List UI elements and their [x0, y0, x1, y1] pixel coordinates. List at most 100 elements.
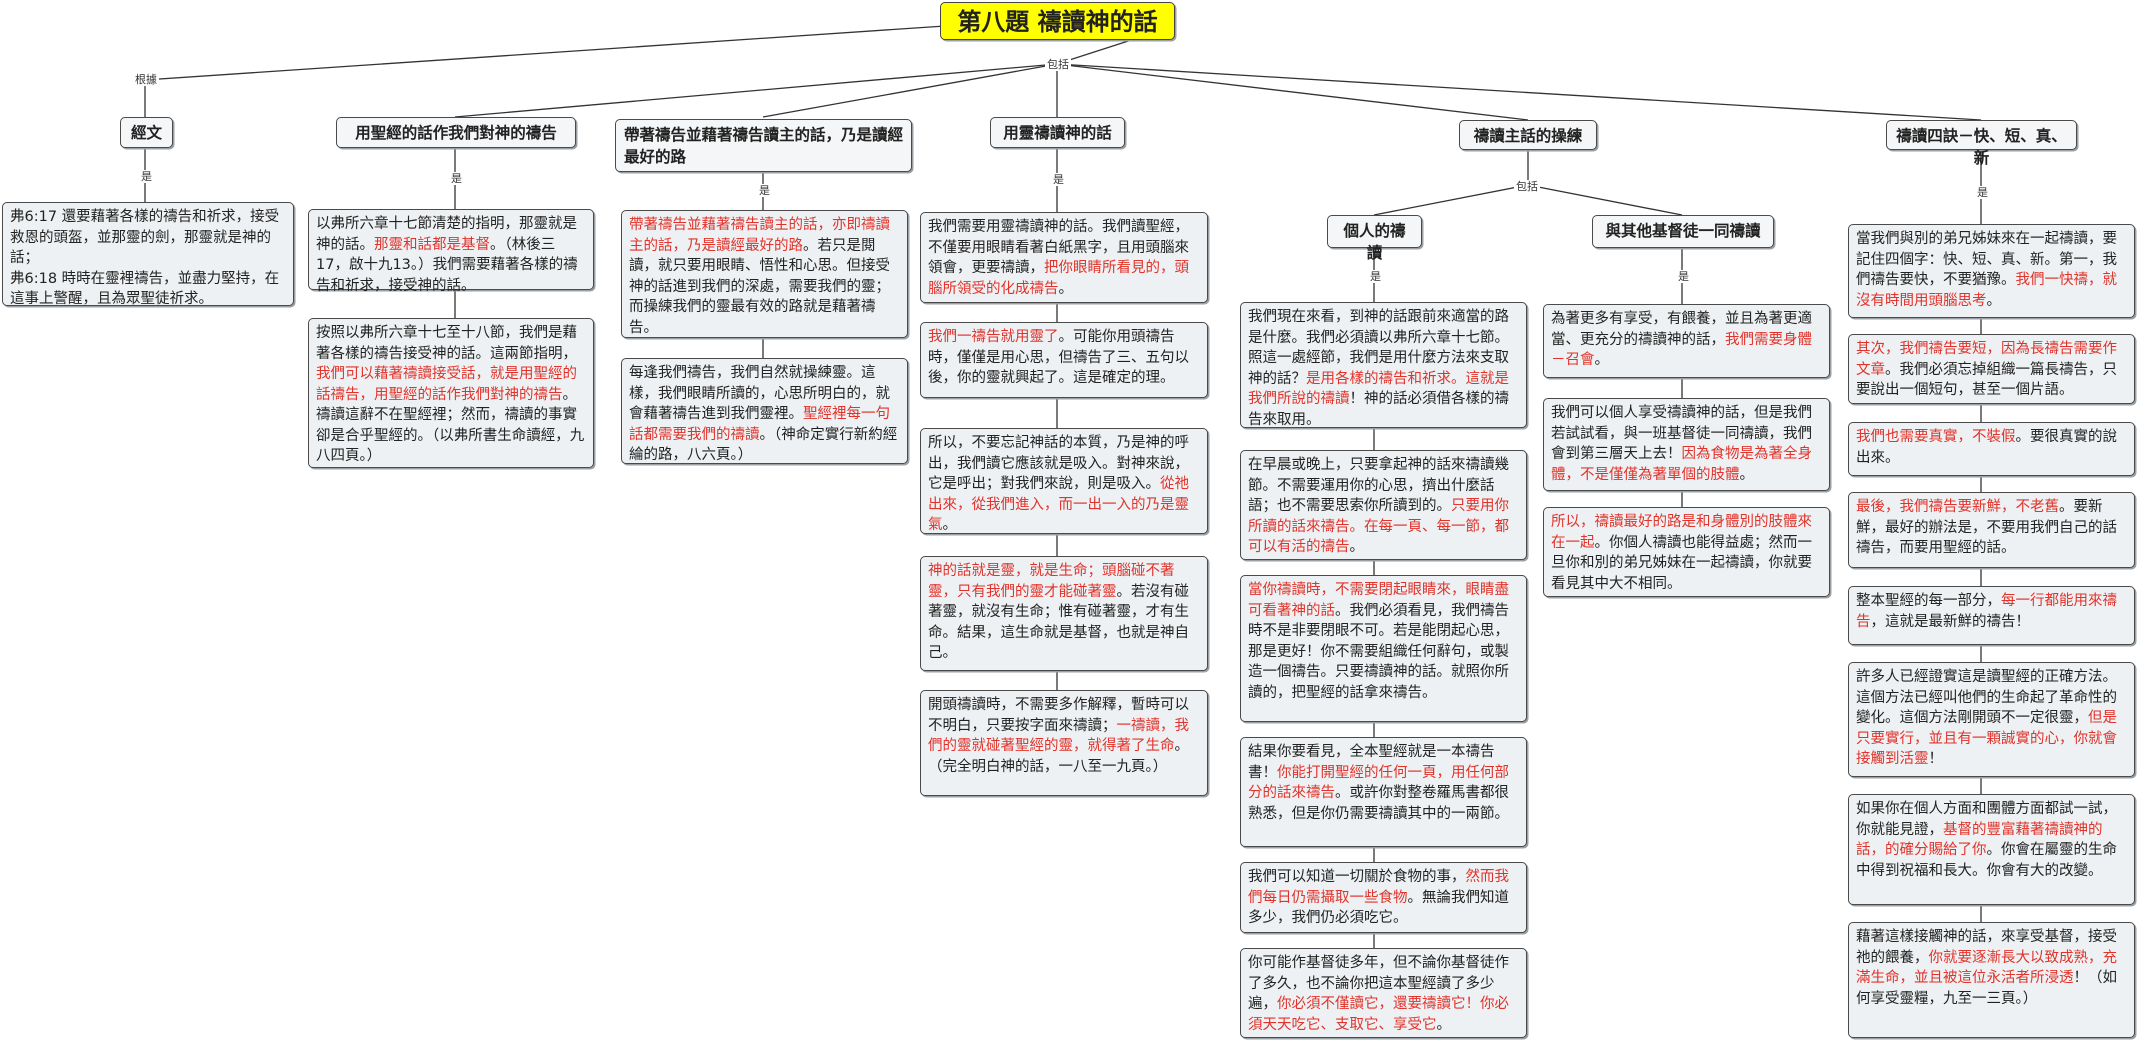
note-text: 。 [1739, 466, 1755, 483]
note-text: 。 [1594, 352, 1610, 369]
header-pray-read-best-way[interactable]: 帶著禱告並藉著禱告讀主的話，乃是讀經最好的路 [615, 119, 912, 172]
note-text: 當我們與別的弟兄姊妹來在一起禱讀，要記住四個字：快、短、真、新。第一，我們禱告要… [1856, 231, 2117, 289]
header-corporate-pray-reading[interactable]: 與其他基督徒一同禱讀 [1592, 215, 1774, 248]
edge-label-shi: 是 [757, 184, 772, 197]
note-text: 我們可以個人享受禱讀神的話，但是我們若試試看，與一班基督徒一同禱讀，我們會到第三… [1551, 405, 1812, 463]
header-pray-read-with-spirit[interactable]: 用靈禱讀神的話 [990, 117, 1125, 148]
highlight-text: 然而我們每日仍需攝取一些食物 [1248, 869, 1509, 906]
note-receive-word-by-prayer[interactable]: 按照以弗所六章十七至十八節，我們是藉著各樣的禱告接受神的話。這兩節指明，我們可以… [308, 318, 594, 468]
note-third-heaven[interactable]: 我們可以個人享受禱讀神的話，但是我們若試試看，與一班基督徒一同禱讀，我們會到第三… [1543, 398, 1830, 491]
note-text: 。你會在屬靈的生命中得到祝福和長大。你會有大的改變。 [1856, 842, 2117, 879]
note-every-line[interactable]: 整本聖經的每一部分，每一行都能用來禱告，這就是最新鮮的禱告！ [1848, 586, 2135, 645]
note-bible-prayer-book[interactable]: 結果你要看見，全本聖經就是一本禱告書！你能打開聖經的任何一頁，用任何部分的話來禱… [1240, 737, 1527, 847]
note-text: 每逢我們禱告，我們自然就操練靈。這樣，我們眼睛所讀的，心思所明白的，就會藉著禱告… [629, 365, 890, 423]
note-use-spirit[interactable]: 我們需要用靈禱讀神的話。我們讀聖經，不僅要用眼睛看著白紙黑字，且用頭腦來領會，更… [920, 212, 1208, 303]
edge-label-shi: 是 [1676, 270, 1691, 283]
note-text: 。若只是閱讀，就只要用眼睛、悟性和心思。但接受神的話進到我們的深處，需要我們的靈… [629, 237, 890, 336]
note-with-members[interactable]: 所以，禱讀最好的路是和身體別的肢體來在一起。你個人禱讀也能得益處；然而一旦你和別… [1543, 507, 1830, 597]
note-no-explanation[interactable]: 開頭禱讀時，不需要多作解釋，暫時可以不明白，只要按字面來禱讀；一禱讀，我們的靈就… [920, 690, 1208, 796]
note-text: ！神的話必須借各樣的禱告來取用。 [1248, 391, 1509, 428]
note-text: 弗6:18 時時在靈裡禱告，並盡力堅持，在這事上警醒，且為眾聖徒祈求。 [10, 270, 280, 308]
note-best-way-reading[interactable]: 帶著禱告並藉著禱告讀主的話，亦即禱讀主的話，乃是讀經最好的路。若只是閱讀，就只要… [621, 210, 908, 338]
highlight-text: 我們一快禱，就沒有時間用頭腦思考 [1856, 272, 2117, 309]
note-secret-genuine[interactable]: 我們也需要真實，不裝假。要很真實的說出來。 [1848, 422, 2135, 476]
note-text: 。我們必須看見，我們禱告時不是非要閉眼不可。若是能閉起心思，那是更好！你不需要組… [1248, 602, 1509, 701]
note-text: 。無論我們知道多少，我們仍必須吃它。 [1248, 889, 1509, 927]
highlight-text: 每一行都能用來禱告 [1856, 593, 2117, 630]
note-eyes-open[interactable]: 當你禱讀時，不需要閉起眼睛來，眼睛盡可看著神的話。我們必須看見，我們禱告時不是非… [1240, 575, 1527, 722]
header-four-secrets[interactable]: 禱讀四訣－快、短、真、新 [1886, 120, 2077, 167]
edge-label-baokuo: 包括 [1045, 58, 1071, 71]
header-personal-pray-reading[interactable]: 個人的禱讀 [1327, 215, 1422, 262]
highlight-text: 因為食物是為著全身體，不是僅僅為著單個的肢體 [1551, 446, 1812, 483]
highlight-text: 最後，我們禱告要新鮮，不老舊 [1856, 499, 2059, 515]
highlight-text: 其次，我們禱告要短，因為長禱告需要作文章 [1856, 341, 2117, 378]
note-proper-way[interactable]: 我們現在來看，到神的話跟前來適當的路是什麼。我們必須讀以弗所六章十七節。照這一處… [1240, 302, 1527, 428]
edge-label-shi: 是 [1051, 173, 1066, 186]
note-need-body[interactable]: 為著更多有享受，有餵養，並且為著更適當、更充分的禱讀神的話，我們需要身體－召會。 [1543, 304, 1830, 378]
note-secret-short[interactable]: 其次，我們禱告要短，因為長禱告需要作文章。我們必須忘掉組織一篇長禱告，只要說出一… [1848, 334, 2135, 404]
note-text: 。（神命定實行新約經綸的路，八六頁。） [629, 426, 898, 464]
note-text: 。 [942, 517, 958, 534]
note-secret-quick[interactable]: 當我們與別的弟兄姊妹來在一起禱讀，要記住四個字：快、短、真、新。第一，我們禱告要… [1848, 224, 2135, 318]
note-text: 以弗所六章十七節清楚的指明，那靈就是神的話。 [316, 216, 577, 253]
edge-label-baokuo: 包括 [1514, 180, 1540, 193]
highlight-text: 神的話就是靈，就是生命；頭腦碰不著靈，只有我們的靈才能碰著靈 [928, 563, 1175, 600]
note-text: 我們現在來看，到神的話跟前來適當的路是什麼。我們必須讀以弗所六章十七節。照這一處… [1248, 309, 1509, 387]
note-text: 弗6:17 還要藉著各樣的禱告和祈求，接受救恩的頭盔，並那靈的劍，那靈就是神的話… [10, 209, 280, 267]
note-text: ！（如何享受靈糧，九至一三頁。） [1856, 970, 2117, 1007]
note-text: 。可能你用頭禱告時，僅僅是用心思，但禱告了三、五句以後，你的靈就興起了。這是確定… [928, 329, 1189, 387]
note-pray-is-spirit[interactable]: 我們一禱告就用靈了。可能你用頭禱告時，僅僅是用心思，但禱告了三、五句以後，你的靈… [920, 322, 1208, 398]
highlight-text: 一禱讀，我們的靈就碰著聖經的靈，就得著了生命 [928, 717, 1189, 755]
note-text: 。要很真實的說出來。 [1856, 429, 2117, 466]
highlight-text: 你必須不僅讀它，還要禱讀它！你必須天天吃它、支取它、享受它 [1248, 996, 1509, 1033]
note-text: 開頭禱讀時，不需要多作解釋，暫時可以不明白，只要按字面來禱讀； [928, 697, 1189, 734]
highlight-text: 帶著禱告並藉著禱告讀主的話，亦即禱讀主的話，乃是讀經最好的路 [629, 217, 890, 254]
note-spirit-is-word[interactable]: 以弗所六章十七節清楚的指明，那靈就是神的話。那靈和話都是基督。（林後三17，啟十… [308, 209, 594, 294]
highlight-text: 那靈和話都是基督 [374, 236, 490, 253]
note-text: 我們需要用靈禱讀神的話。我們讀聖經，不僅要用眼睛看著白紙黑字，且用頭腦來領會，更… [928, 219, 1189, 277]
highlight-text: 我們一禱告就用靈了 [928, 329, 1059, 345]
highlight-text: 但是只要實行，並且有一顆誠實的心，你就會接觸到活靈 [1856, 710, 2117, 768]
note-morning-evening[interactable]: 在早晨或晚上，只要拿起神的話來禱讀幾節。不需要運用你的心思，擠出什麼話語；也不需… [1240, 450, 1527, 560]
header-practice[interactable]: 禱讀主話的操練 [1459, 120, 1597, 150]
note-text: 。（林後三17，啟十九13。）我們需要藉著各樣的禱告和祈求，接受神的話。 [316, 236, 578, 294]
header-scripture-as-prayer[interactable]: 用聖經的話作我們對神的禱告 [336, 117, 576, 148]
note-proven-method[interactable]: 許多人已經證實這是讀聖經的正確方法。這個方法已經叫他們的生命起了革命性的變化。這… [1848, 662, 2135, 777]
note-text: 。你個人禱讀也能得益處；然而一旦你和別的弟兄姊妹在一起禱讀，你就要看見其中大不相… [1551, 534, 1812, 592]
note-text: 。 [1436, 1016, 1452, 1033]
edge-label-genju: 根據 [133, 73, 159, 86]
note-text: 。 [1058, 280, 1074, 297]
note-riches-dispensed[interactable]: 如果你在個人方面和團體方面都試一試，你就能見證，基督的豐富藉著禱讀神的話，的確分… [1848, 794, 2135, 905]
note-grow-mature[interactable]: 藉著這樣接觸神的話，來享受基督，接受祂的餵養，你就要逐漸長大以致成熟，充滿生命，… [1848, 922, 2135, 1038]
note-text: 。禱讀這辭不在聖經裡；然而，禱讀的事實卻是合乎聖經的。（以弗所書生命讀經，九八四… [316, 386, 585, 465]
highlight-text: 我們可以藉著禱讀接受話，就是用聖經的話禱告，用聖經的話作我們對神的禱告 [316, 366, 577, 403]
note-text: ，這就是最新鮮的禱告！ [1870, 613, 2031, 630]
note-text: 。 [1349, 539, 1365, 556]
highlight-text: 從祂出來，從我們進入，而一出一入的乃是靈氣 [928, 476, 1189, 534]
note-exercise-spirit[interactable]: 每逢我們禱告，我們自然就操練靈。這樣，我們眼睛所讀的，心思所明白的，就會藉著禱告… [621, 358, 908, 464]
note-word-is-spirit-life[interactable]: 神的話就是靈，就是生命；頭腦碰不著靈，只有我們的靈才能碰著靈。若沒有碰著靈，就沒… [920, 556, 1208, 671]
note-text: 結果你要看見，全本聖經就是一本禱告書！ [1248, 744, 1495, 781]
note-ephesians-verses[interactable]: 弗6:17 還要藉著各樣的禱告和祈求，接受救恩的頭盔，並那靈的劍，那靈就是神的話… [2, 202, 294, 308]
highlight-text: 所以，禱讀最好的路是和身體別的肢體來在一起 [1551, 514, 1812, 551]
edge-label-shi: 是 [139, 170, 154, 183]
note-secret-new[interactable]: 最後，我們禱告要新鮮，不老舊。要新鮮，最好的辦法是，不要用我們自己的話禱告，而要… [1848, 492, 2135, 568]
note-text: 。或許你對整卷羅馬書都很熟悉，但是你仍需要禱讀其中的一兩節。 [1248, 785, 1509, 822]
note-text: 你可能作基督徒多年，但不論你基督徒作了多久，也不論你把這本聖經讀了多少遍， [1248, 955, 1509, 1013]
highlight-text: 你就要逐漸長大以致成熟，充滿生命，並且被這位永活者所浸透 [1856, 949, 2117, 987]
note-daily-food[interactable]: 我們可以知道一切關於食物的事，然而我們每日仍需攝取一些食物。無論我們知道多少，我… [1240, 862, 1527, 933]
note-breath-of-god[interactable]: 所以，不要忘記神話的本質，乃是神的呼出，我們讀它應該就是吸入。對神來說，它是呼出… [920, 428, 1208, 534]
header-jingwen[interactable]: 經文 [120, 117, 173, 148]
note-text: 如果你在個人方面和團體方面都試一試，你就能見證， [1856, 801, 2117, 838]
root-topic-title[interactable]: 第八題 禱讀神的話 [940, 2, 1175, 40]
highlight-text: 我們需要身體－召會 [1551, 331, 1812, 369]
edge-label-shi: 是 [449, 172, 464, 185]
highlight-text: 你能打開聖經的任何一頁，用任何部分的話來禱告 [1248, 764, 1509, 802]
note-text: 。 [1986, 292, 2002, 309]
note-eat-daily[interactable]: 你可能作基督徒多年，但不論你基督徒作了多久，也不論你把這本聖經讀了多少遍，你必須… [1240, 948, 1527, 1038]
note-text: 許多人已經證實這是讀聖經的正確方法。這個方法已經叫他們的生命起了革命性的變化。這… [1856, 669, 2117, 727]
note-text: 藉著這樣接觸神的話，來享受基督，接受祂的餵養， [1856, 929, 2117, 966]
edge-label-shi: 是 [1975, 186, 1990, 199]
note-text: 。我們必須忘掉組織一篇長禱告，只要說出一個短句，甚至一個片語。 [1856, 361, 2117, 399]
